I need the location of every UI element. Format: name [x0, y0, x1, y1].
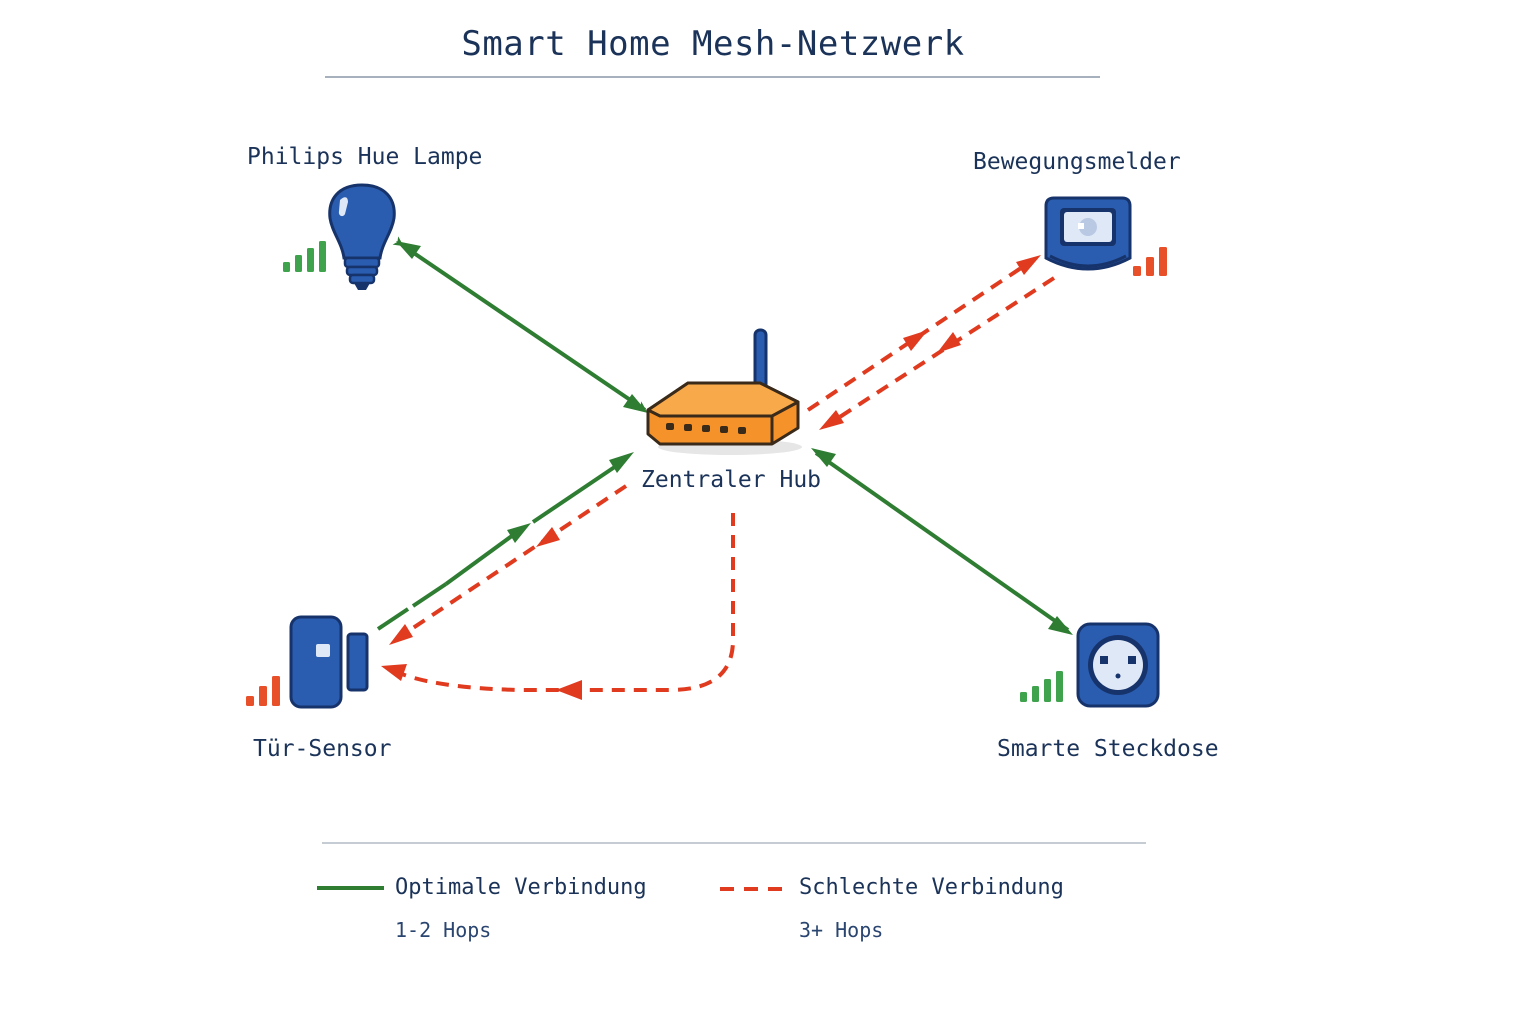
- signal-strength-plug-icon: [1020, 671, 1063, 702]
- motion-sensor-icon: [1044, 196, 1132, 271]
- light-bulb-icon: [328, 183, 396, 290]
- link-door-hub-green-mid-head: [507, 523, 531, 543]
- link-door-hub-green-3: [444, 528, 522, 586]
- legend-good-label: Optimale Verbindung: [395, 875, 647, 900]
- link-motion-hub-red-end-head: [819, 410, 844, 430]
- smart-plug-label: Smarte Steckdose: [997, 736, 1219, 762]
- page-title: Smart Home Mesh-Netzwerk: [461, 24, 965, 64]
- lamp-label: Philips Hue Lampe: [247, 144, 483, 170]
- link-door-hub-green-4: [531, 458, 627, 524]
- link-hub-door-red-end-head: [389, 624, 413, 645]
- link-motion-hub-red-mid-head: [937, 332, 961, 353]
- link-hub-door-curve-mid-head: [556, 680, 582, 700]
- signal-strength-lamp-icon: [283, 241, 326, 272]
- link-door-hub-green-end-head: [609, 452, 634, 473]
- link-hub-plug-head-end: [1048, 616, 1073, 635]
- link-hub-door-red: [393, 484, 628, 642]
- link-lamp-hub-head-end: [623, 394, 648, 413]
- smart-plug-icon: [1076, 622, 1160, 708]
- signal-strength-motion-icon: [1133, 247, 1167, 276]
- link-hub-motion-red-end-head: [1016, 255, 1041, 275]
- legend-bad-sub: 3+ Hops: [799, 918, 884, 942]
- door-sensor-label: Tür-Sensor: [253, 736, 392, 762]
- link-hub-plug-head-start: [811, 448, 836, 467]
- motion-sensor-label: Bewegungsmelder: [973, 149, 1181, 175]
- door-sensor-icon: [289, 615, 369, 709]
- legend-bad-label: Schlechte Verbindung: [799, 875, 1064, 900]
- link-hub-door-curve: [391, 513, 735, 692]
- hub-label: Zentraler Hub: [641, 467, 822, 493]
- signal-strength-door-icon: [246, 676, 280, 706]
- link-door-hub-green-2: [411, 582, 448, 608]
- connections: [376, 236, 1073, 700]
- legend-good-sub: 1-2 Hops: [395, 918, 492, 942]
- link-hub-plug: [814, 451, 1070, 632]
- link-door-hub-green-1: [376, 607, 410, 631]
- link-hub-door-red-mid-head: [536, 527, 560, 547]
- link-hub-door-curve-end-head: [381, 664, 407, 681]
- router-icon: [646, 328, 802, 455]
- link-hub-motion-red-mid-head: [903, 330, 928, 351]
- link-lamp-hub-head-start: [396, 241, 421, 259]
- link-lamp-hub: [392, 236, 647, 412]
